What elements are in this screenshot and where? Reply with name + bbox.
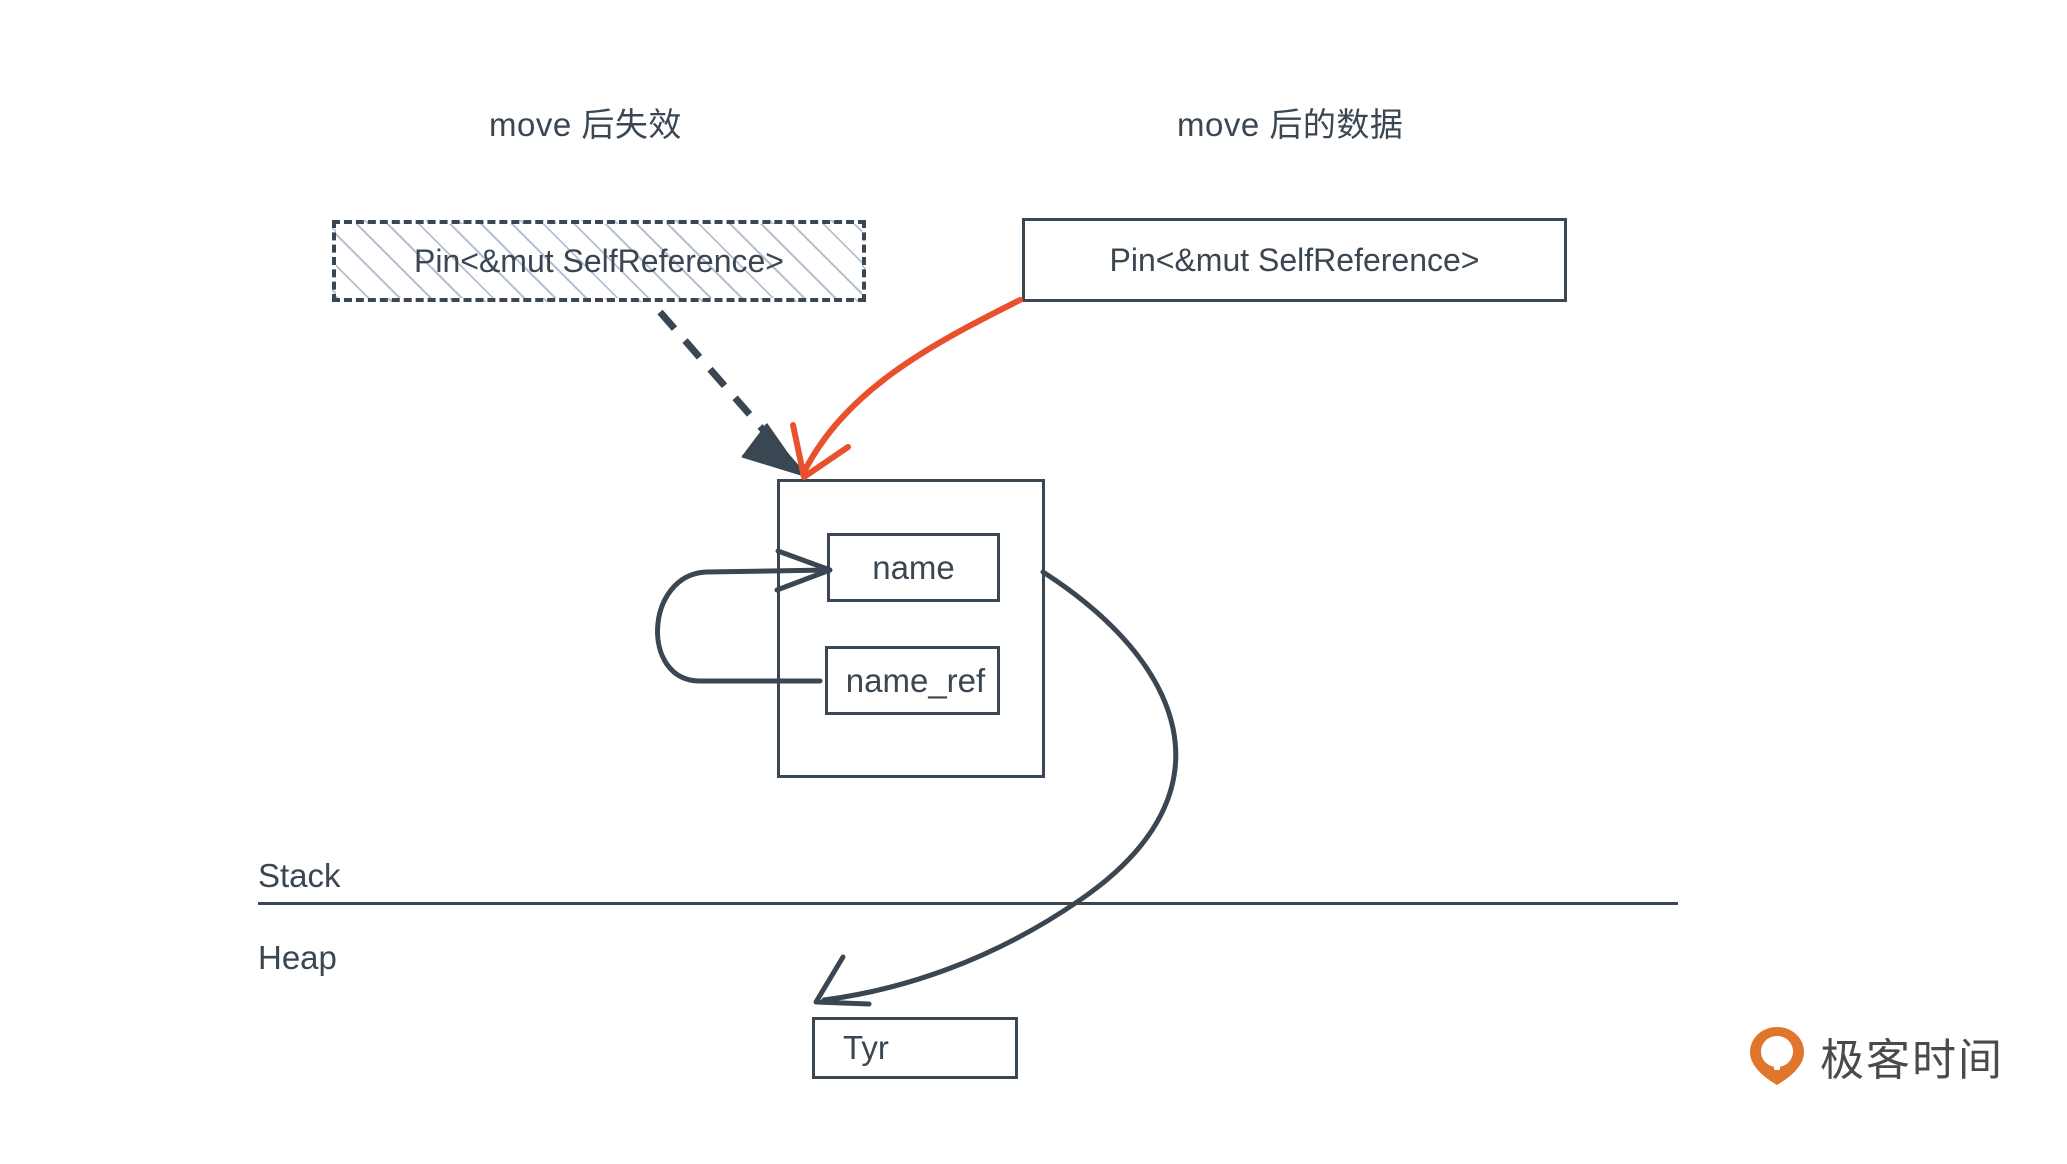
struct-field-name-ref-label: name_ref (845, 661, 986, 699)
stack-label: Stack (258, 857, 341, 894)
geektime-pin-icon (1750, 1027, 1804, 1085)
struct-field-name-label: name (872, 548, 955, 586)
brand-logo-text: 极客时间 (1820, 1036, 2004, 1085)
pin-box-valid-label: Pin<&mut SelfReference> (1109, 241, 1480, 278)
pin-box-valid: Pin<&mut SelfReference> (1022, 218, 1567, 302)
heap-label: Heap (258, 939, 337, 976)
heap-value-box: Tyr (812, 1017, 1018, 1079)
stack-heap-divider (258, 902, 1678, 905)
pin-box-invalidated: Pin<&mut SelfReference> (332, 220, 866, 302)
self-reference-struct-box (777, 479, 1045, 778)
struct-field-name-ref: name_ref (825, 646, 1000, 715)
brand-logo: 极客时间 (1748, 1024, 2004, 1088)
heading-move-invalid: move 后失效 (489, 106, 682, 143)
struct-field-name: name (827, 533, 1000, 602)
pin-box-invalidated-label: Pin<&mut SelfReference> (414, 242, 784, 279)
heading-move-data: move 后的数据 (1177, 106, 1404, 143)
arrow-valid-pin-to-struct (790, 297, 1023, 480)
heap-value-label: Tyr (843, 1029, 889, 1066)
arrow-invalid-pin-to-struct (657, 309, 805, 477)
